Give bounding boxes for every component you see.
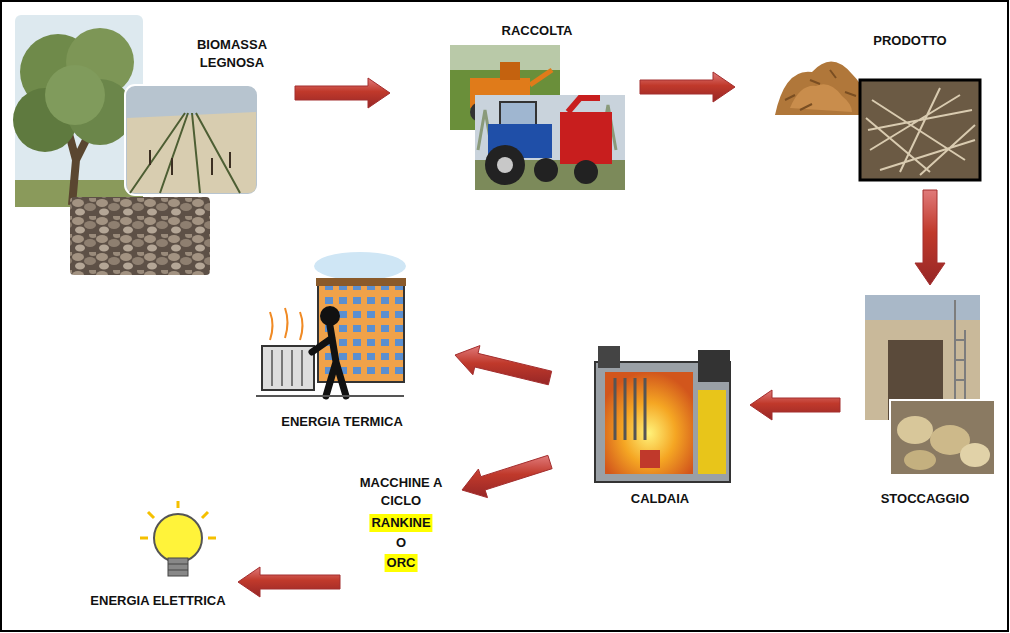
stage-label: ENERGIA TERMICA	[281, 413, 403, 431]
branches-photo	[866, 88, 975, 175]
vineyard-photo	[127, 112, 256, 193]
vineyard-photo	[125, 85, 258, 195]
storage-photo	[865, 295, 980, 320]
process-stage: BIOMASSA LEGNOSA	[15, 12, 295, 277]
heated-building-cartoon	[312, 326, 346, 396]
flow-arrow	[915, 190, 945, 285]
heated-building-cartoon	[314, 252, 406, 280]
process-stage: CALDAIA	[550, 335, 750, 515]
wood-chips-heap	[775, 61, 868, 115]
stage-label: ENERGIA ELETTRICA	[90, 592, 225, 610]
branches-photo	[860, 80, 980, 180]
storage-photo	[865, 295, 995, 475]
harvester-photo	[500, 62, 520, 80]
flow-arrow	[462, 455, 552, 497]
heated-building-cartoon	[270, 308, 303, 340]
boiler-cutaway	[615, 378, 645, 440]
tractor-photo	[485, 145, 525, 185]
stage-label: PRODOTTO	[873, 32, 946, 50]
stage-label: CALDAIA	[631, 490, 690, 508]
boiler-cutaway	[605, 372, 693, 474]
highlighted-label: RANKINE	[369, 514, 432, 532]
process-stage: STOCCAGGIO	[840, 285, 1000, 515]
stage-label: STOCCAGGIO	[881, 490, 970, 508]
vineyard-photo	[125, 85, 258, 195]
tractor-photo	[568, 98, 600, 112]
harvester-photo	[530, 70, 552, 85]
process-stage: RACCOLTA	[390, 10, 640, 192]
stage-label: O	[396, 534, 406, 552]
vineyard-photo	[130, 113, 240, 193]
flow-arrow	[455, 346, 552, 385]
storage-photo	[960, 443, 990, 467]
tractor-photo	[560, 112, 612, 164]
wood-chips-heap	[785, 70, 856, 110]
flow-arrow	[640, 72, 735, 102]
stage-label: BIOMASSA LEGNOSA	[185, 36, 280, 72]
stage-label: MACCHINE A CICLO	[351, 474, 451, 510]
storage-photo	[904, 450, 936, 470]
light-bulb-icon	[168, 564, 188, 570]
branches-photo	[860, 80, 980, 180]
tractor-photo	[497, 157, 513, 173]
light-bulb-icon	[140, 501, 216, 576]
flow-arrow	[238, 567, 340, 597]
olive-tree-photo	[45, 65, 105, 125]
boiler-cutaway	[595, 346, 730, 482]
tractor-photo	[475, 95, 625, 190]
light-bulb-icon	[154, 514, 202, 562]
boiler-cutaway	[598, 346, 620, 368]
process-stage: ENERGIA TERMICA	[250, 245, 455, 435]
storage-photo	[897, 416, 933, 444]
heated-building-cartoon	[316, 278, 406, 286]
heated-building-cartoon	[256, 252, 406, 396]
process-stage: PRODOTTO	[735, 10, 985, 190]
flow-arrow	[750, 390, 840, 420]
wood-chips-heap	[790, 84, 852, 112]
vineyard-photo	[150, 150, 230, 175]
stage-label: RACCOLTA	[501, 22, 572, 40]
tractor-photo	[574, 160, 598, 184]
boiler-cutaway	[698, 350, 730, 382]
wood-pellets-photo	[70, 197, 210, 275]
tractor-photo	[534, 158, 558, 182]
storage-photo	[890, 400, 995, 475]
olive-tree-photo	[13, 15, 143, 207]
wood-pellets-photo	[70, 197, 210, 275]
heated-building-cartoon	[262, 346, 314, 390]
process-stage: ENERGIA ELETTRICA	[78, 495, 238, 613]
tractor-photo	[475, 95, 625, 190]
heated-building-cartoon	[272, 350, 302, 386]
process-stage: MACCHINE A CICLO RANKINE O ORC	[340, 470, 462, 592]
wood-chips-heap	[775, 61, 868, 115]
light-bulb-icon	[168, 558, 188, 576]
heated-building-cartoon	[256, 395, 404, 397]
flow-arrow	[295, 78, 390, 108]
highlighted-label: ORC	[385, 554, 418, 572]
boiler-cutaway	[640, 450, 660, 468]
boiler-cutaway	[698, 390, 726, 474]
tractor-photo	[500, 102, 536, 126]
